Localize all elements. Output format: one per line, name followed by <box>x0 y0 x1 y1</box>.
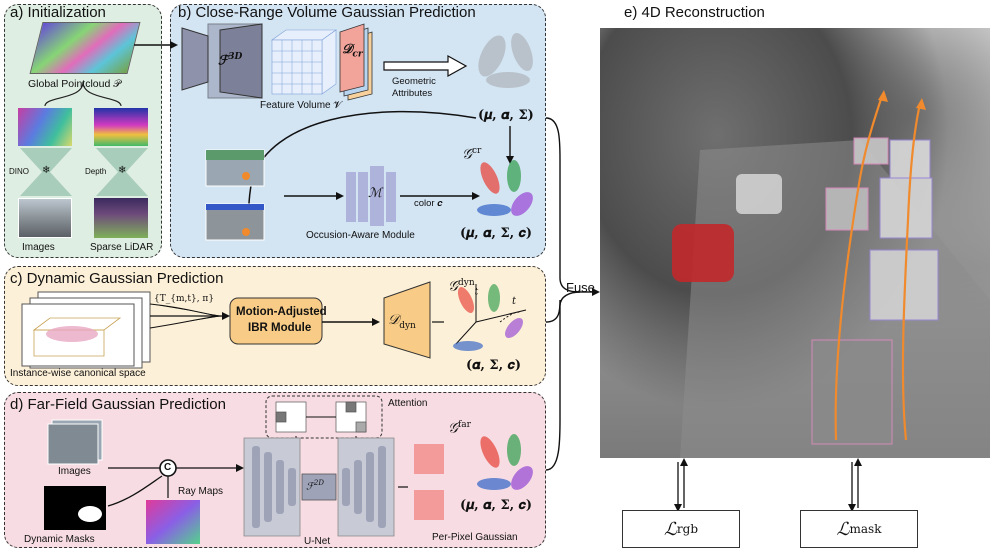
panel-c-title: c) Dynamic Gaussian Prediction <box>10 270 224 287</box>
attention-label: Attention <box>388 398 428 409</box>
gcr-label: 𝒢cr <box>462 146 482 163</box>
ibr-label-1: Motion-Adjusted <box>236 306 327 318</box>
sparse-lidar-thumbnail <box>94 198 148 238</box>
panel-b-title: b) Close-Range Volume Gaussian Predictio… <box>178 4 476 21</box>
ddyn-label: 𝒟dyn <box>388 312 416 331</box>
images-label: Images <box>58 466 91 477</box>
transform-label: {T_{m,t}, π} <box>154 294 215 304</box>
occlusion-module-label: Occusion-Aware Module <box>306 230 415 241</box>
concat-icon: C <box>164 462 172 473</box>
feature-volume-label: Feature Volume 𝓥 <box>260 100 342 111</box>
params-top: (𝝁, 𝜶, 𝚺) <box>478 108 534 123</box>
fuse-label: Fuse <box>566 280 595 295</box>
m-label: ℳ <box>368 186 382 201</box>
far-params: (𝝁, 𝜶, 𝚺, 𝒄) <box>460 498 533 513</box>
dcr-label: 𝒟cr <box>342 42 363 60</box>
per-pixel-gaussian-label: Per-Pixel Gaussian <box>432 532 518 543</box>
dino-feature-map <box>18 108 72 146</box>
time-label: t <box>512 296 517 307</box>
input-images-thumbnail <box>18 198 72 238</box>
depth-label: Depth <box>85 167 107 176</box>
params-bottom: (𝝁, 𝜶, 𝚺, 𝒄) <box>460 226 533 241</box>
dyn-params: (𝜶, 𝚺, 𝒄) <box>466 358 522 373</box>
panel-d-title: d) Far-Field Gaussian Prediction <box>10 396 226 413</box>
geometric-attributes-label-1: Geometric <box>392 76 436 87</box>
dynamic-masks-label: Dynamic Masks <box>24 534 95 545</box>
ray-maps-label: Ray Maps <box>178 486 224 497</box>
f3d-label: ℱ3D <box>218 52 243 69</box>
snowflake-icon: ❄ <box>42 165 51 176</box>
panel-a-title: a) Initialization <box>10 4 106 21</box>
f2d-label: ℱ2D <box>306 479 324 493</box>
ibr-label-2: IBR Module <box>248 322 312 334</box>
canonical-space-label: Instance-wise canonical space <box>10 368 146 379</box>
sparse-lidar-label: Sparse LiDAR <box>90 242 154 253</box>
geometric-attributes-label-2: Attributes <box>392 88 433 99</box>
snowflake-icon: ❄ <box>118 165 127 176</box>
unet-label: U-Net <box>304 536 331 547</box>
panel-e-title: e) 4D Reconstruction <box>624 4 765 21</box>
dino-label: DINO <box>9 167 29 176</box>
gdyn-label: 𝒢dynt <box>448 278 479 298</box>
depth-feature-map <box>94 108 148 146</box>
pointcloud-label: Global Pointcloud 𝒫 <box>28 78 121 90</box>
gfar-label: 𝒢far <box>448 420 471 437</box>
color-label: color 𝒄 <box>414 198 443 209</box>
images-label: Images <box>22 242 55 253</box>
